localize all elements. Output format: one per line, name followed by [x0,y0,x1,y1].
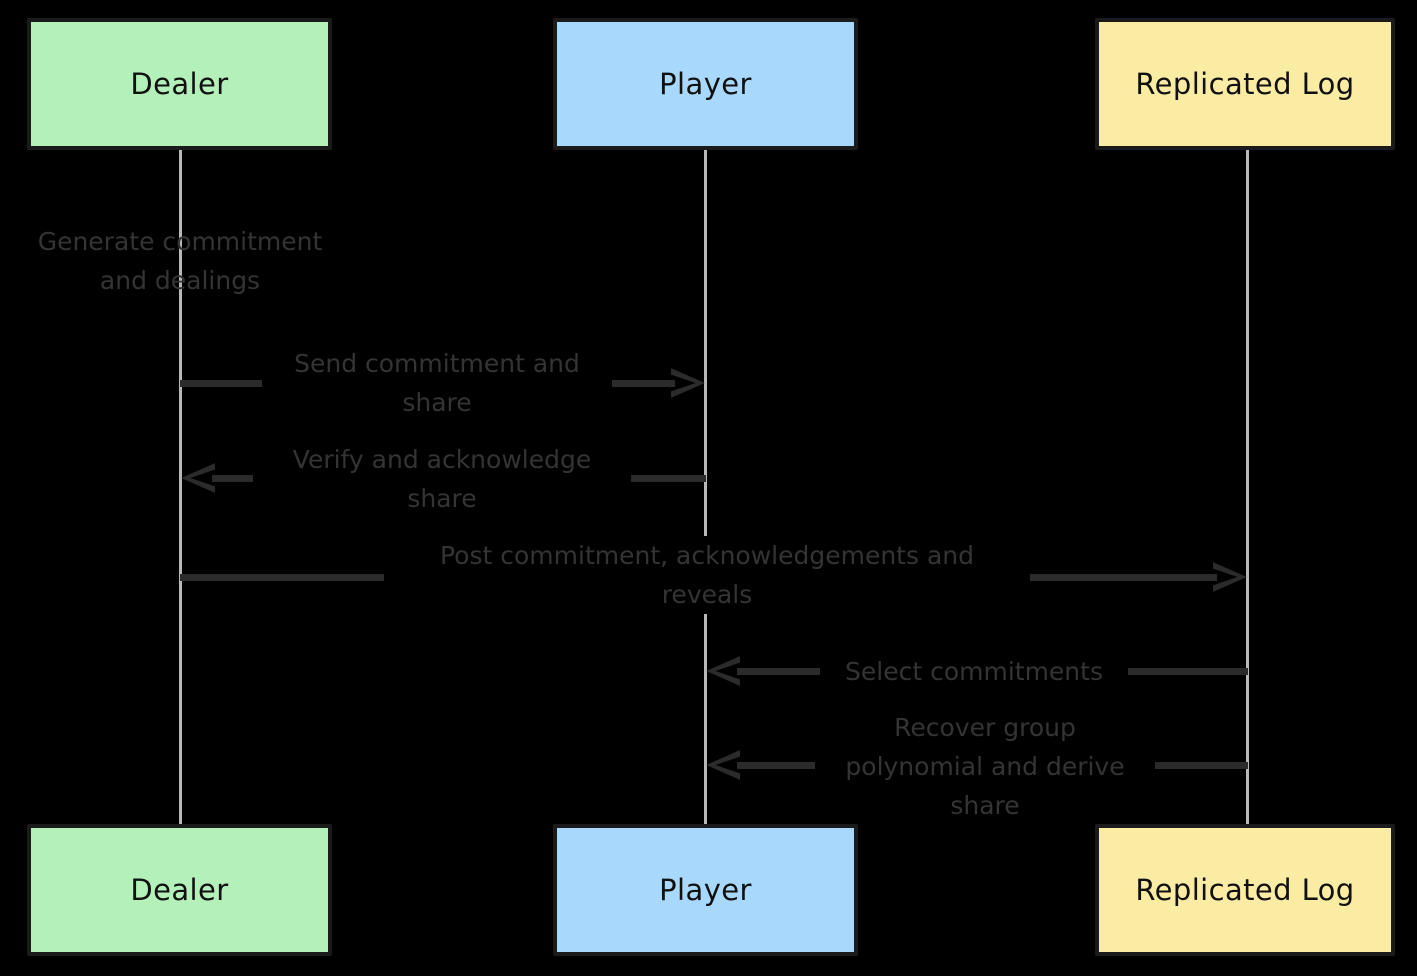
arrow-head-left-icon [706,750,740,780]
participant-label-dealer-bottom: Dealer [130,873,229,907]
participant-box-player-top[interactable]: Player [553,18,858,150]
participant-box-replicated-log-top[interactable]: Replicated Log [1095,18,1395,150]
participant-box-player-bottom[interactable]: Player [553,824,858,956]
message-label-send-commitment-and-share: Send commitment and share [262,344,612,422]
participant-box-dealer-top[interactable]: Dealer [27,18,332,150]
message-label-verify-and-acknowledge-share: Verify and acknowledge share [253,440,631,518]
note-generate-commitment-and-dealings: Generate commitment and dealings [37,227,323,295]
participant-label-player-bottom: Player [659,873,752,907]
lifeline-dealer [179,150,182,824]
arrow-head-left-icon [706,656,740,686]
message-label-post-commitment-acknowledgements-reveals: Post commitment, acknowledgements and re… [384,536,1030,614]
participant-label-replicated-log-top: Replicated Log [1135,67,1355,101]
arrow-head-left-icon [181,463,215,493]
message-label-select-commitments: Select commitments [820,652,1128,691]
participant-box-replicated-log-bottom[interactable]: Replicated Log [1095,824,1395,956]
arrow-head-right-icon [1213,562,1247,592]
participant-box-dealer-bottom[interactable]: Dealer [27,824,332,956]
lifeline-replicated-log [1246,150,1249,824]
message-label-recover-group-polynomial-and-derive-share: Recover group polynomial and derive shar… [815,708,1155,825]
participant-label-player-top: Player [659,67,752,101]
arrow-head-right-icon [671,368,705,398]
lifeline-player [704,150,707,824]
participant-label-dealer-top: Dealer [130,67,229,101]
participant-label-replicated-log-bottom: Replicated Log [1135,873,1355,907]
